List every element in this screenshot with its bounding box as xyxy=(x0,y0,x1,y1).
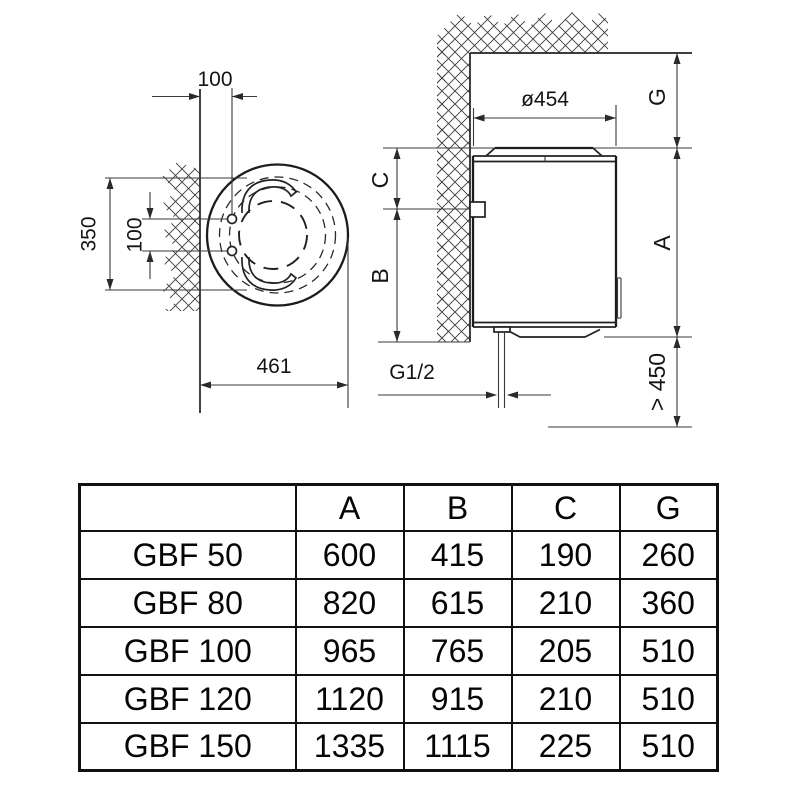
dim-overall-height: A xyxy=(649,148,681,337)
header-c: C xyxy=(510,483,621,532)
value-cell-b: 1115 xyxy=(402,721,513,772)
model-cell: GBF 150 xyxy=(78,721,297,772)
dim-bracket-span: 350 xyxy=(77,178,114,290)
spec-table: A B C G GBF 50 600 415 190 260 GBF 80 82… xyxy=(78,483,719,772)
header-a: A xyxy=(294,483,405,532)
model-cell: GBF 80 xyxy=(78,577,297,628)
table-row: GBF 80 820 615 210 360 xyxy=(78,577,719,628)
value-cell-b: 765 xyxy=(402,625,513,676)
value-cell-g: 260 xyxy=(618,529,719,580)
pipe-thread-callout: G1/2 xyxy=(378,361,551,399)
dim-label-100-top: 100 xyxy=(197,68,232,91)
mounting-hole-bottom xyxy=(226,245,238,257)
dim-label-100-holes: 100 xyxy=(123,217,146,252)
dim-bracket-to-bottom: B xyxy=(367,209,401,342)
model-cell: GBF 50 xyxy=(78,529,297,580)
dim-overall-depth: 461 xyxy=(200,355,348,389)
heater-circle-dashed-outer xyxy=(218,176,337,294)
value-cell-a: 1335 xyxy=(294,721,405,772)
wall-hatch-left xyxy=(161,162,200,311)
dim-top-to-bracket: C xyxy=(367,148,401,209)
dim-label-450: > 450 xyxy=(644,353,670,411)
bracket-hook-top xyxy=(241,179,298,214)
value-cell-a: 600 xyxy=(294,529,405,580)
value-cell-b: 615 xyxy=(402,577,513,628)
side-view-drawing: ø454 G A > 450 C xyxy=(367,12,692,428)
dim-hole-spacing: 100 xyxy=(123,192,154,279)
table-row: GBF 50 600 415 190 260 xyxy=(78,529,719,580)
dim-gap-ceiling: G xyxy=(644,53,681,148)
dim-label-350: 350 xyxy=(77,216,100,251)
value-cell-c: 210 xyxy=(510,577,621,628)
header-b: B xyxy=(402,483,513,532)
table-header-row: A B C G xyxy=(78,483,719,532)
value-cell-a: 965 xyxy=(294,625,405,676)
heater-body xyxy=(471,146,622,408)
value-cell-g: 510 xyxy=(618,625,719,676)
table-row: GBF 100 965 765 205 510 xyxy=(78,625,719,676)
wall-hatch-edge xyxy=(436,36,450,342)
dim-floor-clearance: > 450 xyxy=(644,337,681,427)
bottom-dome xyxy=(504,328,601,338)
dim-label-b: B xyxy=(367,268,393,283)
dim-label-g: G xyxy=(644,88,670,106)
wall-bracket xyxy=(469,201,486,218)
heater-circle-outline xyxy=(205,163,350,307)
dim-label-diameter: ø454 xyxy=(521,88,569,111)
technical-drawing: 100 350 100 461 xyxy=(77,12,692,428)
bracket-hook-bottom xyxy=(241,256,298,291)
value-cell-g: 510 xyxy=(618,721,719,772)
value-cell-a: 1120 xyxy=(294,673,405,724)
top-view-drawing: 100 350 100 461 xyxy=(77,68,350,413)
value-cell-g: 360 xyxy=(618,577,719,628)
dim-label-a: A xyxy=(649,235,675,251)
value-cell-b: 915 xyxy=(402,673,513,724)
mounting-hole-top xyxy=(226,213,238,225)
dim-diameter: ø454 xyxy=(473,88,616,122)
dim-label-c: C xyxy=(367,172,393,189)
value-cell-c: 205 xyxy=(510,625,621,676)
dim-label-pipe-thread: G1/2 xyxy=(389,361,435,384)
value-cell-g: 510 xyxy=(618,673,719,724)
value-cell-c: 190 xyxy=(510,529,621,580)
header-empty xyxy=(78,483,297,532)
value-cell-c: 225 xyxy=(510,721,621,772)
table-row: GBF 120 1120 915 210 510 xyxy=(78,673,719,724)
value-cell-a: 820 xyxy=(294,577,405,628)
heater-circle-dashed-inner xyxy=(238,200,308,270)
wall-ceiling-hatch xyxy=(437,12,608,342)
model-cell: GBF 100 xyxy=(78,625,297,676)
side-strip xyxy=(616,277,622,319)
pipe-collar xyxy=(493,326,511,333)
header-g: G xyxy=(618,483,719,532)
value-cell-b: 415 xyxy=(402,529,513,580)
table-row: GBF 150 1335 1115 225 510 xyxy=(78,721,719,772)
model-cell: GBF 120 xyxy=(78,673,297,724)
dim-hole-offset: 100 xyxy=(152,68,257,100)
value-cell-c: 210 xyxy=(510,673,621,724)
dim-label-461: 461 xyxy=(256,355,291,378)
